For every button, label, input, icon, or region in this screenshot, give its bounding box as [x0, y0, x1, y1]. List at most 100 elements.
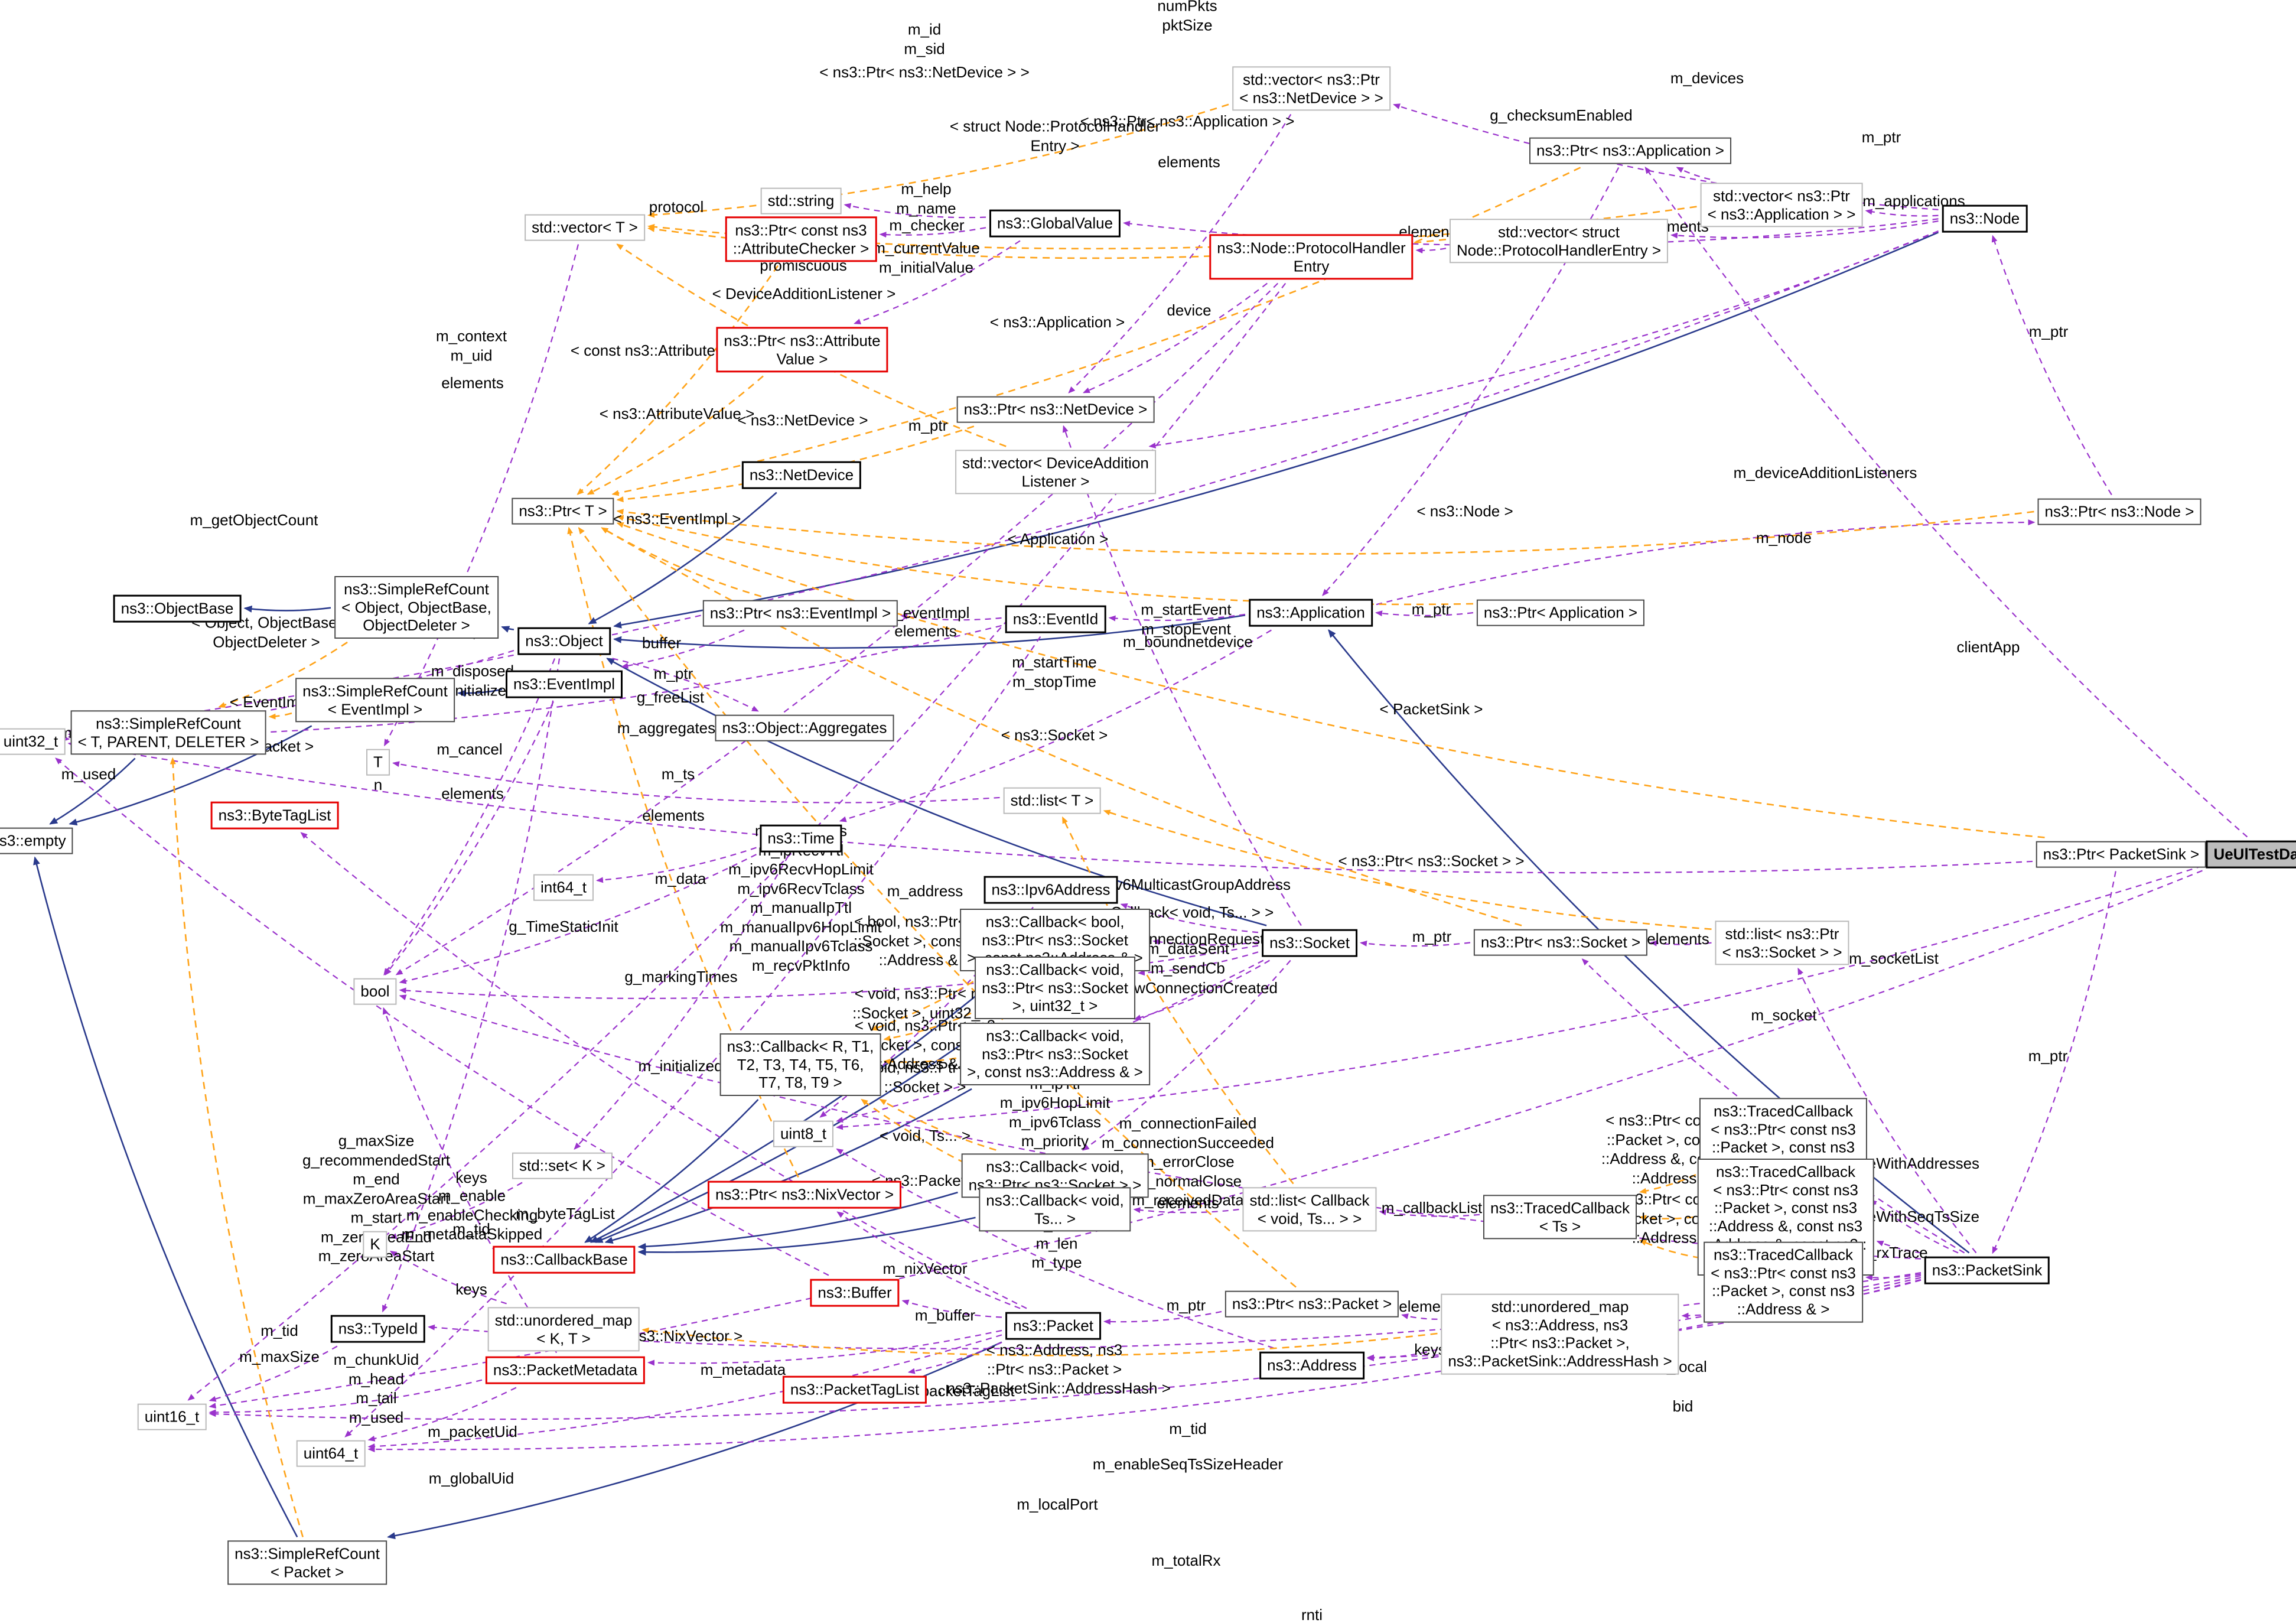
node-ptr_eventimpl[interactable]: ns3::Ptr< ns3::EventImpl >: [702, 600, 898, 627]
edge-socket-to-cb_void_sock: [1082, 960, 1291, 1151]
node-vector_phe[interactable]: std::vector< struct Node::ProtocolHandle…: [1449, 219, 1669, 264]
edge-label: m_ptr: [2028, 1046, 2068, 1065]
edge-packetsink-to-typeid: [428, 1271, 1922, 1349]
node-socket[interactable]: ns3::Socket: [1262, 929, 1357, 957]
node-typeid[interactable]: ns3::TypeId: [330, 1315, 426, 1343]
edge-label: < ns3::EventImpl >: [613, 509, 741, 528]
node-aggregates[interactable]: ns3::Object::Aggregates: [715, 714, 894, 741]
node-packettaglist[interactable]: ns3::PacketTagList: [782, 1375, 927, 1404]
edge-label: numPkts pktSize: [1157, 0, 1217, 34]
node-phe[interactable]: ns3::Node::ProtocolHandler Entry: [1209, 234, 1414, 280]
node-bool[interactable]: bool: [353, 978, 397, 1005]
node-cb_void_u32[interactable]: ns3::Callback< void, ns3::Ptr< ns3::Sock…: [975, 956, 1135, 1020]
edge-label: m_data: [654, 869, 706, 887]
edge-label: g_maxSize g_recommendedStart m_end m_max…: [302, 1131, 451, 1264]
node-ptr_attrvalue[interactable]: ns3::Ptr< ns3::Attribute Value >: [716, 327, 888, 373]
node-ptr_nixvector[interactable]: ns3::Ptr< ns3::NixVector >: [707, 1180, 902, 1209]
node-packetsink[interactable]: ns3::PacketSink: [1924, 1256, 2050, 1284]
node-eventid[interactable]: ns3::EventId: [1005, 605, 1106, 633]
edge-vector_phe-to-phe: [1415, 248, 1447, 254]
node-tc_ts[interactable]: ns3::TracedCallback < Ts >: [1483, 1195, 1637, 1240]
node-src_t[interactable]: ns3::SimpleRefCount < T, PARENT, DELETER…: [70, 710, 266, 755]
edge-label: m_boundnetdevice: [1123, 632, 1253, 650]
node-ptr_packetsink[interactable]: ns3::Ptr< PacketSink >: [2036, 841, 2207, 868]
edge-label: bid: [1672, 1397, 1693, 1415]
node-tc_addr[interactable]: ns3::TracedCallback < ns3::Ptr< const ns…: [1704, 1241, 1863, 1323]
node-vector_ptr_app[interactable]: std::vector< ns3::Ptr < ns3::Application…: [1700, 183, 1863, 227]
node-set_K[interactable]: std::set< K >: [512, 1152, 613, 1179]
node-time[interactable]: ns3::Time: [760, 824, 842, 853]
edge-vector_ptr_app-to-vector_T: [647, 206, 1697, 250]
edge-label: m_used: [61, 765, 116, 783]
edge-vector_dal-to-vector_T: [616, 243, 1007, 447]
node-application[interactable]: ns3::Application: [1249, 599, 1373, 627]
node-vector_T[interactable]: std::vector< T >: [525, 214, 645, 241]
node-list_T[interactable]: std::list< T >: [1003, 787, 1101, 814]
node-ptr_T[interactable]: ns3::Ptr< T >: [512, 497, 614, 525]
edge-label: m_startEvent m_stopEvent: [1141, 600, 1232, 638]
edge-label: m_deviceAdditionListeners: [1733, 463, 1917, 482]
node-globalvalue[interactable]: ns3::GlobalValue: [989, 209, 1121, 238]
node-src_event[interactable]: ns3::SimpleRefCount < EventImpl >: [295, 678, 455, 723]
node-vector_dal[interactable]: std::vector< DeviceAddition Listener >: [955, 450, 1156, 495]
edge-label: m_totalRx: [1151, 1551, 1221, 1569]
node-int64[interactable]: int64_t: [533, 874, 594, 901]
node-uint8[interactable]: uint8_t: [773, 1120, 834, 1147]
node-ue[interactable]: UeUlTestData: [2206, 840, 2296, 869]
node-src_packet[interactable]: ns3::SimpleRefCount < Packet >: [227, 1540, 387, 1585]
edge-label: m_ptr: [1411, 600, 1451, 618]
node-node[interactable]: ns3::Node: [1942, 204, 2028, 233]
node-empty[interactable]: ns3::empty: [0, 827, 73, 854]
node-netdevice[interactable]: ns3::NetDevice: [741, 461, 862, 489]
node-vector_ptr_netdev[interactable]: std::vector< ns3::Ptr < ns3::NetDevice >…: [1232, 66, 1390, 111]
node-uint32[interactable]: uint32_t: [0, 728, 66, 755]
node-uint64[interactable]: uint64_t: [296, 1440, 366, 1467]
edge-label: m_enable m_enableChecking m_metadataSkip…: [401, 1186, 543, 1243]
edge-cb_void_addr-to-cbR: [883, 1057, 957, 1065]
node-objectbase[interactable]: ns3::ObjectBase: [113, 594, 242, 623]
edge-label: rnti: [1301, 1605, 1323, 1623]
node-ptr_ns3_app[interactable]: ns3::Ptr< ns3::Application >: [1529, 137, 1731, 164]
node-eventimpl[interactable]: ns3::EventImpl: [506, 670, 623, 698]
edge-object-to-bool: [383, 658, 556, 976]
edge-label: < Application >: [1007, 529, 1109, 548]
edge-ptr_eventimpl-to-eventimpl: [621, 629, 745, 669]
edge-phe-to-ptr_netdevice: [1083, 282, 1268, 393]
edge-globalvalue-to-ptr_attrchecker: [879, 227, 986, 238]
node-cb_void_addr[interactable]: ns3::Callback< void, ns3::Ptr< ns3::Sock…: [960, 1022, 1150, 1086]
node-K[interactable]: K: [363, 1231, 387, 1258]
edge-ue-to-uint16: [209, 870, 2203, 1409]
node-callbackbase[interactable]: ns3::CallbackBase: [493, 1245, 636, 1274]
edge-label: m_metadata: [700, 1360, 786, 1378]
node-ptr_application[interactable]: ns3::Ptr< Application >: [1476, 599, 1645, 626]
node-ptr_attrchecker[interactable]: ns3::Ptr< const ns3 ::AttributeChecker >: [725, 216, 877, 262]
node-T[interactable]: T: [366, 749, 390, 776]
edge-application-to-time: [839, 629, 1272, 822]
edge-socket-to-cb_void_u32: [1138, 951, 1259, 976]
node-address[interactable]: ns3::Address: [1259, 1351, 1364, 1380]
edge-label: m_connectionFailed m_connectionSucceeded…: [1102, 1114, 1274, 1209]
edge-eventid-to-uint64: [344, 636, 1041, 1437]
node-list_ptr_socket[interactable]: std::list< ns3::Ptr < ns3::Socket > >: [1715, 921, 1849, 965]
node-umap_addr[interactable]: std::unordered_map < ns3::Address, ns3 :…: [1441, 1293, 1679, 1375]
node-bytetaglist[interactable]: ns3::ByteTagList: [210, 801, 339, 830]
node-ptr_node[interactable]: ns3::Ptr< ns3::Node >: [2037, 498, 2201, 525]
node-ptr_socket[interactable]: ns3::Ptr< ns3::Socket >: [1473, 929, 1648, 956]
node-src_obj[interactable]: ns3::SimpleRefCount < Object, ObjectBase…: [334, 575, 499, 639]
edge-typeid-to-uint16: [209, 1345, 338, 1402]
node-cb_void_ts[interactable]: ns3::Callback< void, Ts... >: [979, 1187, 1131, 1232]
node-cbR[interactable]: ns3::Callback< R, T1, T2, T3, T4, T5, T6…: [719, 1033, 881, 1097]
node-ptr_packet[interactable]: ns3::Ptr< ns3::Packet >: [1224, 1290, 1399, 1318]
node-uint16[interactable]: uint16_t: [137, 1403, 207, 1430]
node-ptr_netdevice[interactable]: ns3::Ptr< ns3::NetDevice >: [956, 396, 1155, 423]
node-packet[interactable]: ns3::Packet: [1005, 1312, 1101, 1340]
node-string[interactable]: std::string: [760, 187, 842, 214]
node-packetmetadata[interactable]: ns3::PacketMetadata: [485, 1356, 646, 1384]
node-list_cb[interactable]: std::list< Callback < void, Ts... > >: [1242, 1187, 1377, 1232]
node-buffer[interactable]: ns3::Buffer: [810, 1279, 900, 1307]
edge-label: keys: [455, 1168, 487, 1186]
node-ipv6address[interactable]: ns3::Ipv6Address: [983, 876, 1118, 904]
node-umap_KT[interactable]: std::unordered_map < K, T >: [487, 1307, 640, 1352]
node-object[interactable]: ns3::Object: [517, 627, 611, 655]
